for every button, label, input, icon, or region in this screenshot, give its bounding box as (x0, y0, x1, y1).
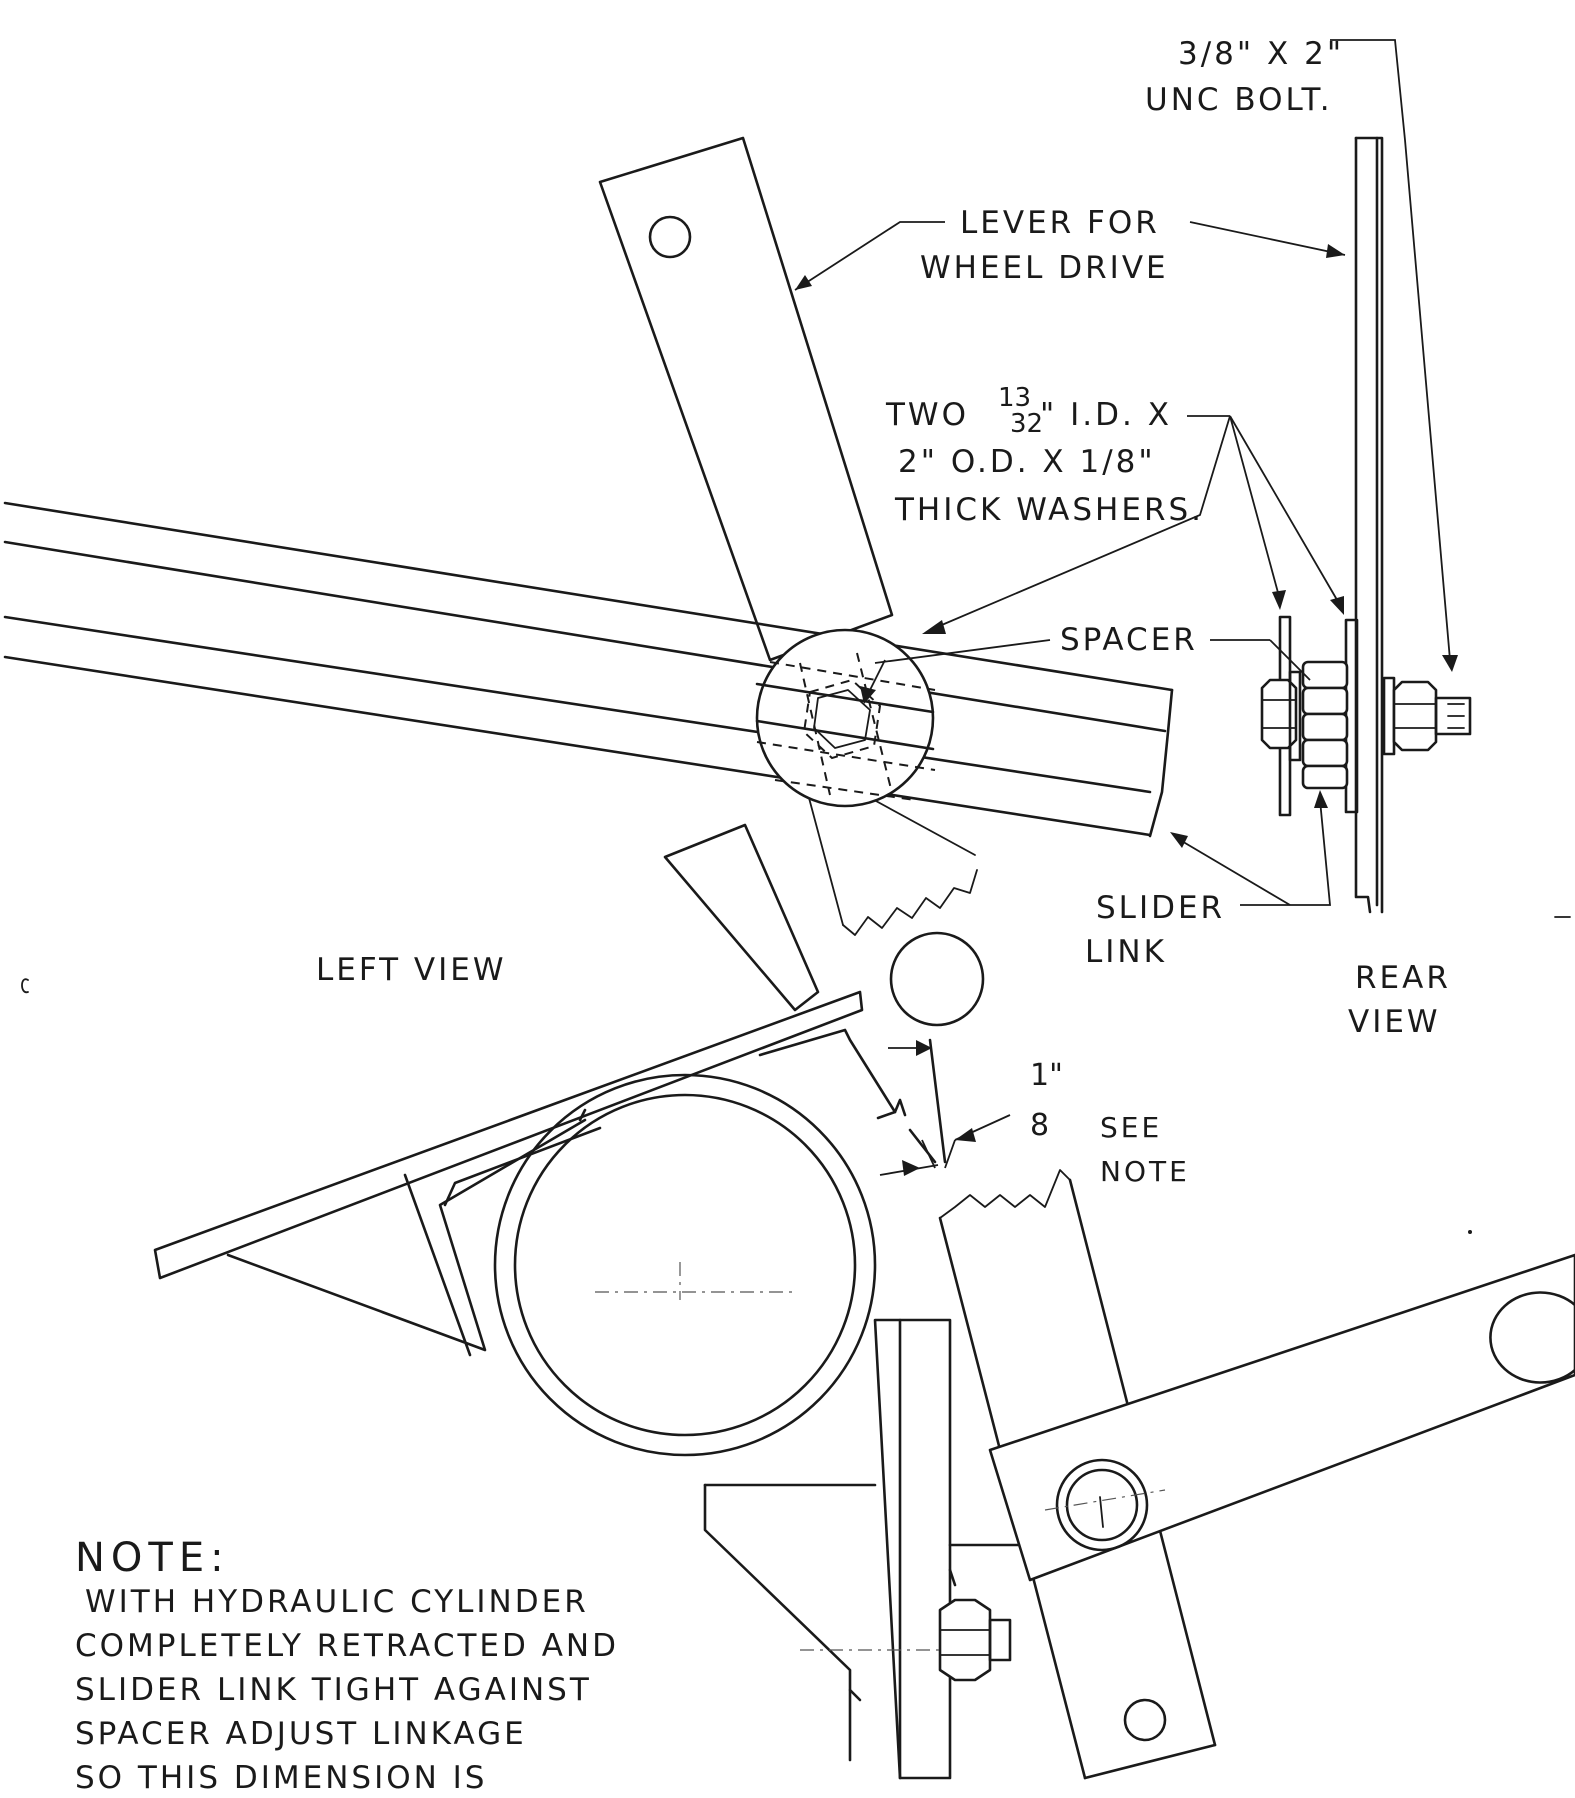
note-line-1: WITH HYDRAULIC CYLINDER (85, 1584, 589, 1620)
pivot-disc (755, 628, 935, 808)
slider-link-label-line1: SLIDER (1096, 890, 1226, 926)
hydraulic-cylinder (493, 1073, 877, 1457)
lever-label-line2: WHEEL DRIVE (920, 250, 1169, 286)
note-line-2: COMPLETELY RETRACTED AND (75, 1628, 619, 1664)
lower-link-hole-icon (1123, 1698, 1167, 1742)
lock-nut-icon (1392, 680, 1438, 752)
washers-id-suffix: " I.D. X (1040, 397, 1172, 433)
cylinder-mount-bracket (153, 823, 947, 1357)
note-line-3: SLIDER LINK TIGHT AGAINST (75, 1672, 592, 1708)
rear-view-lever (1354, 136, 1384, 914)
note-title: NOTE: (75, 1535, 230, 1581)
washers-id-denominator: 32 (1010, 409, 1044, 439)
washers-label-line3: THICK WASHERS. (895, 492, 1205, 528)
pivot-spacer-assembly (755, 628, 936, 808)
lever-label-line1: LEVER FOR (960, 205, 1160, 241)
slider-link-bar (3, 501, 1174, 838)
bolt-size-label: 3/8" X 2" (1178, 36, 1345, 72)
slider-link-label-line2: LINK (1085, 934, 1167, 970)
dimension-denominator: 8 (1030, 1108, 1050, 1143)
cylinder-outer-icon (493, 1073, 877, 1457)
spacer-label: SPACER (1060, 622, 1198, 658)
margin-bracket (21, 978, 29, 994)
see-note-line1: SEE (1100, 1111, 1163, 1144)
rear-view-label-line2: VIEW (1348, 1004, 1441, 1040)
leader-lines (794, 39, 1458, 1176)
washers-label-line2: 2" O.D. X 1/8" (898, 444, 1156, 480)
see-note-line2: NOTE (1100, 1155, 1190, 1188)
note-block: NOTE: WITH HYDRAULIC CYLINDER COMPLETELY… (75, 1535, 619, 1796)
hex-nut-icon (813, 689, 871, 749)
washers-label-two: TWO (886, 397, 969, 433)
note-line-4: SPACER ADJUST LINKAGE (75, 1716, 527, 1752)
left-view-label: LEFT VIEW (316, 952, 507, 988)
note-line-5: SO THIS DIMENSION IS (75, 1760, 488, 1796)
bolt-type-label: UNC BOLT. (1145, 82, 1333, 118)
round-pin-icon (889, 931, 985, 1027)
lever-pin-icon (1055, 1458, 1149, 1552)
washers-id-numerator: 13 (998, 383, 1032, 413)
stray-dot (1468, 1230, 1472, 1234)
rear-view-bolt-assembly (1260, 660, 1472, 790)
lower-mount-angle (703, 1318, 1032, 1780)
dimension-numerator: 1" (1030, 1058, 1063, 1093)
bolt-head-icon (1260, 678, 1298, 750)
rear-view-label-line1: REAR (1355, 960, 1451, 996)
lever-pivot-hole-icon (648, 215, 692, 259)
lower-right-lever (988, 1253, 1575, 1582)
